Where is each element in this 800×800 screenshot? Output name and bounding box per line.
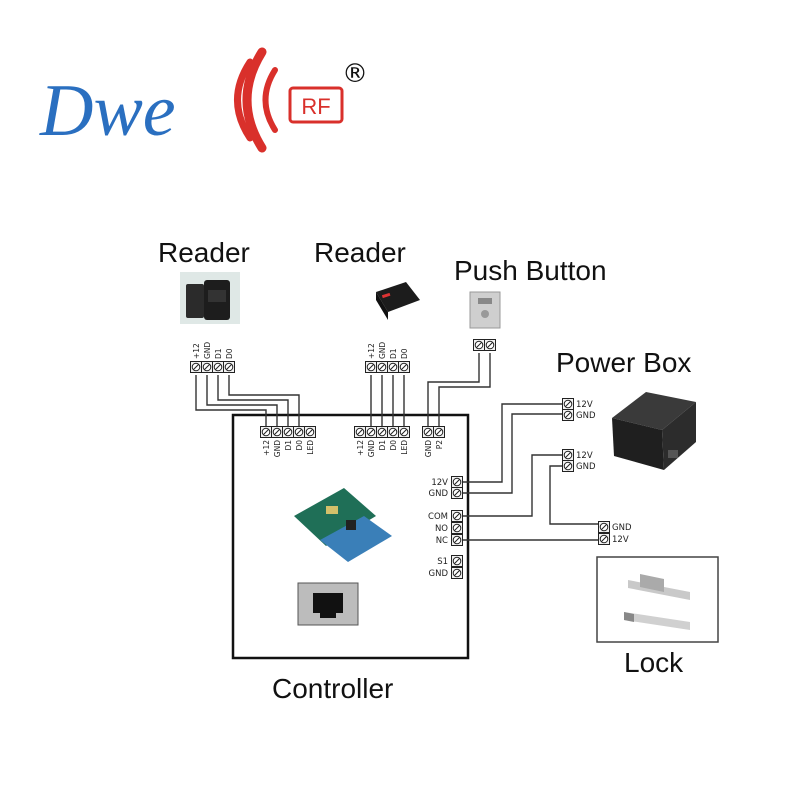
lock-box [596, 556, 719, 643]
reader2-terminal-0-slot [368, 364, 374, 370]
power-box-image [612, 392, 696, 470]
reader2-terminal-pin-label: +12 [367, 343, 376, 359]
logo-wave-icon [234, 47, 278, 153]
logo-text: Dwe [39, 70, 176, 152]
ctrl-relay-terminal-1-slot [454, 525, 460, 531]
reader2-image [376, 282, 420, 320]
ctrl-power-terminal-pin-label: GND [429, 489, 449, 499]
logo-registered-mark: ® [342, 59, 368, 89]
rj45-port-icon [297, 582, 359, 626]
terminal-blocks [190, 339, 610, 579]
reader1-terminal-pin-label: D0 [225, 348, 234, 359]
ctrl-reader1-terminal-pin-label: D1 [284, 440, 293, 451]
reader2-terminal-1-slot [379, 364, 385, 370]
ctrl-reader1-terminal-1-slot [274, 429, 280, 435]
ctrl-relay-terminal-pin-label: NC [436, 536, 448, 546]
reader1-terminal-2-slot [215, 364, 221, 370]
power-out2-terminal-pin-label: 12V [576, 451, 593, 461]
ctrl-reader2-terminal-1-slot [368, 429, 374, 435]
ctrl-reader2-terminal-pin-label: +12 [356, 440, 365, 456]
ctrl-reader2-terminal-2-slot [379, 429, 385, 435]
reader1-terminal-0-slot [193, 364, 199, 370]
power-out1-terminal-pin-label: 12V [576, 400, 593, 410]
lock-terminal-1-slot [601, 536, 607, 542]
ctrl-relay-terminal-2-slot [454, 537, 460, 543]
ctrl-reader1-terminal-3-slot [296, 429, 302, 435]
power-out1-terminal-0-slot [565, 401, 571, 407]
lock-terminal-pin-label: GND [612, 523, 632, 533]
lock-terminal-0-slot [601, 524, 607, 530]
ctrl-exit-terminal-0-slot [454, 558, 460, 564]
ctrl-reader2-terminal-pin-label: D0 [389, 440, 398, 451]
ctrl-reader1-terminal-pin-label: D0 [295, 440, 304, 451]
power-out1-terminal-pin-label: GND [576, 411, 596, 421]
logo-badge-text: RF [301, 94, 330, 119]
reader1-image [180, 272, 240, 324]
ctrl-exit-terminal-pin-label: S1 [437, 557, 448, 567]
reader2-terminal-2-slot [390, 364, 396, 370]
power-out2-terminal-pin-label: GND [576, 462, 596, 472]
push-button-terminal-1-slot [487, 342, 493, 348]
ctrl-reader2-terminal-3-slot [390, 429, 396, 435]
ctrl-button-terminal-pin-label: GND [424, 440, 433, 457]
reader1-terminal-pin-label: D1 [214, 348, 223, 359]
controller-label: Controller [272, 673, 393, 704]
lock-terminal-pin-label: 12V [612, 535, 629, 545]
ctrl-power-terminal-1-slot [454, 490, 460, 496]
power-out2-terminal-1-slot [565, 463, 571, 469]
ctrl-relay-terminal-0-slot [454, 513, 460, 519]
ctrl-reader2-terminal-4-slot [401, 429, 407, 435]
ctrl-button-terminal-pin-label: P2 [435, 440, 444, 450]
ctrl-reader1-terminal-pin-label: GND [273, 440, 282, 457]
push-button-image [469, 291, 501, 329]
push-button-label: Push Button [454, 255, 607, 286]
ctrl-relay-terminal-pin-label: COM [428, 512, 448, 522]
reader1-terminal-3-slot [226, 364, 232, 370]
reader2-terminal-pin-label: D1 [389, 348, 398, 359]
reader2-terminal-pin-label: GND [378, 342, 387, 359]
ctrl-reader2-terminal-pin-label: D1 [378, 440, 387, 451]
ctrl-relay-terminal-pin-label: NO [435, 524, 448, 534]
ctrl-reader2-terminal-pin-label: GND [367, 440, 376, 457]
reader2-terminal-3-slot [401, 364, 407, 370]
ctrl-exit-terminal-1-slot [454, 570, 460, 576]
ctrl-reader1-terminal-0-slot [263, 429, 269, 435]
lock-image [624, 574, 690, 630]
reader1-terminal-pin-label: +12 [192, 343, 201, 359]
brand-logo: Dwe RF ® [39, 47, 368, 153]
ctrl-reader1-terminal-pin-label: LED [306, 440, 315, 455]
power-out1-terminal-1-slot [565, 412, 571, 418]
reader2-label: Reader [314, 237, 406, 268]
wiring [195, 353, 598, 541]
ctrl-button-terminal-1-slot [436, 429, 442, 435]
ctrl-power-terminal-pin-label: 12V [431, 478, 448, 488]
logo-rf-badge [288, 86, 344, 124]
ctrl-reader2-terminal-pin-label: LED [400, 440, 409, 455]
power-out2-terminal-0-slot [565, 452, 571, 458]
ctrl-exit-terminal-pin-label: GND [429, 569, 449, 579]
reader2-terminal-pin-label: D0 [400, 348, 409, 359]
reader1-terminal-1-slot [204, 364, 210, 370]
reader1-terminal-pin-label: GND [203, 342, 212, 359]
controller-board-image [294, 488, 392, 562]
ctrl-reader2-terminal-0-slot [357, 429, 363, 435]
ctrl-reader1-terminal-2-slot [285, 429, 291, 435]
ctrl-power-terminal-0-slot [454, 479, 460, 485]
power-box-label: Power Box [556, 347, 691, 378]
reader1-label: Reader [158, 237, 250, 268]
ctrl-reader1-terminal-4-slot [307, 429, 313, 435]
ctrl-button-terminal-0-slot [425, 429, 431, 435]
ctrl-reader1-terminal-pin-label: +12 [262, 440, 271, 456]
push-button-terminal-0-slot [476, 342, 482, 348]
lock-label: Lock [624, 647, 684, 678]
